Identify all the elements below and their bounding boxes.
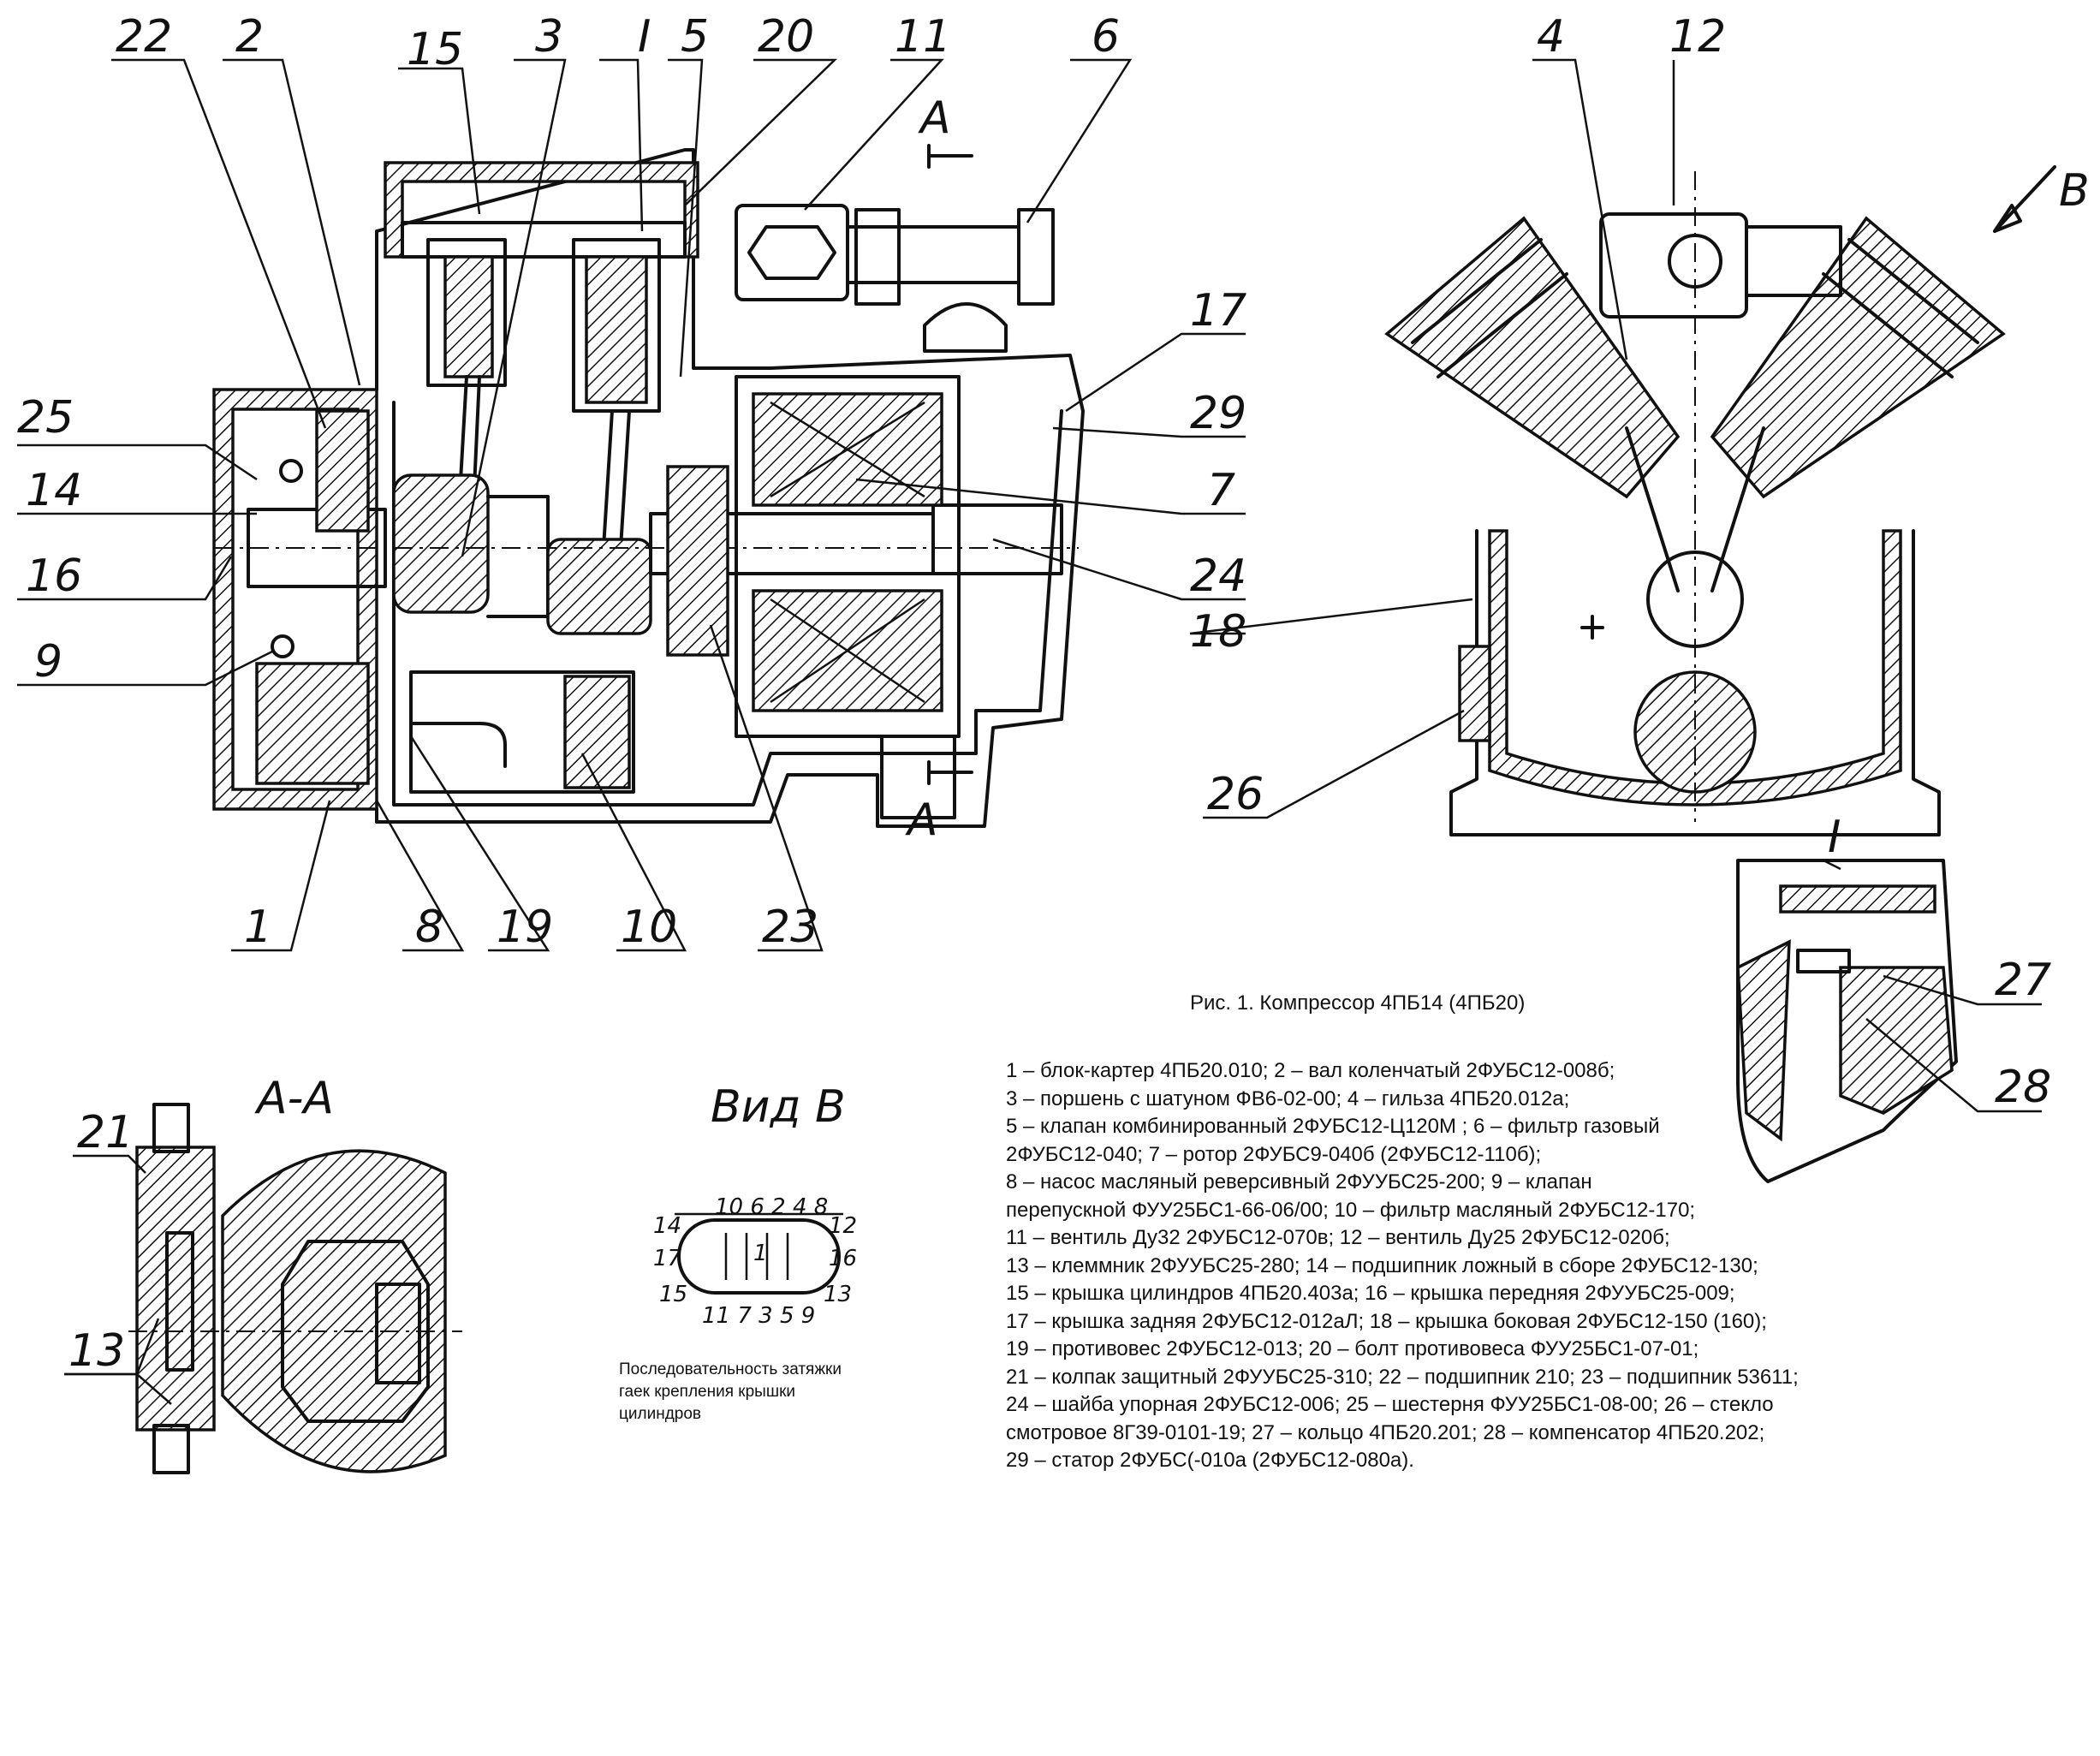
legend-line: 1 – блок-картер 4ПБ20.010; 2 – вал колен… <box>1006 1059 1615 1082</box>
view-B-pattern <box>675 1212 843 1295</box>
torque-sequence-right-top: 12 <box>829 1213 857 1239</box>
callout-10: 10 <box>621 902 677 953</box>
callout-15: 15 <box>407 24 463 75</box>
legend-line: перепускной ФУУ25БС1-66-06/00; 10 – филь… <box>1006 1198 1696 1222</box>
callout-5: 5 <box>681 11 709 63</box>
callout-18: 18 <box>1190 606 1246 658</box>
section-A-A-title: А-А <box>254 1073 334 1124</box>
torque-sequence-left-bottom: 15 <box>659 1282 687 1307</box>
legend-line: 3 – поршень с шатуном ФВ6-02-00; 4 – гил… <box>1006 1086 1570 1110</box>
callout-25: 25 <box>17 392 74 443</box>
callout-28: 28 <box>1995 1062 2051 1113</box>
legend-line: 21 – колпак защитный 2ФУУБС25-310; 22 – … <box>1006 1365 1799 1389</box>
legend-line: смотровое 8Г39-0101-19; 27 – кольцо 4ПБ2… <box>1006 1420 1765 1444</box>
torque-sequence-top: 10 6 2 4 8 <box>715 1194 828 1220</box>
detail-I <box>1736 859 2042 1183</box>
callout-22: 22 <box>116 11 172 63</box>
callout-2: 2 <box>235 11 264 63</box>
callout-8: 8 <box>415 902 443 953</box>
legend-line: 13 – клеммник 2ФУУБС25-280; 14 – подшипн… <box>1006 1253 1758 1277</box>
legend-line: 8 – насос масляный реверсивный 2ФУУБС25-… <box>1006 1170 1592 1193</box>
parts-legend: 1 – блок-картер 4ПБ20.010; 2 – вал колен… <box>1006 1057 1862 1475</box>
callout-view-B: B <box>2059 165 2090 217</box>
main-view-leaders <box>17 58 1473 952</box>
side-end-view <box>1384 165 2056 836</box>
callout-9: 9 <box>34 636 62 688</box>
callout-16: 16 <box>26 551 82 602</box>
callout-23: 23 <box>762 902 818 953</box>
legend-line: 2ФУБС12-040; 7 – ротор 2ФУБС9-040б (2ФУБ… <box>1006 1142 1542 1166</box>
side-view-leaders <box>1203 58 1675 819</box>
callout-section-A-top: A <box>918 92 951 144</box>
callout-20: 20 <box>758 11 814 63</box>
callout-12: 12 <box>1669 11 1726 63</box>
legend-line: 15 – крышка цилиндров 4ПБ20.403а; 16 – к… <box>1006 1282 1735 1305</box>
legend-line: 29 – статор 2ФУБС(-010а (2ФУБС12-080а). <box>1006 1449 1414 1472</box>
torque-sequence-right-bottom: 13 <box>824 1282 852 1307</box>
torque-sequence-bottom: 11 7 3 5 9 <box>702 1303 815 1329</box>
callout-1: 1 <box>244 902 272 953</box>
callout-17: 17 <box>1190 285 1246 336</box>
torque-sequence-center: 1 <box>753 1241 768 1266</box>
callout-21: 21 <box>77 1107 134 1158</box>
torque-sequence-left-mid: 17 <box>653 1246 682 1271</box>
callout-section-A-bottom: A <box>905 795 938 846</box>
callout-13: 13 <box>68 1325 125 1377</box>
callout-24: 24 <box>1190 551 1246 602</box>
callout-11: 11 <box>895 11 951 63</box>
callout-27: 27 <box>1995 955 2051 1006</box>
callout-I: I <box>638 11 651 63</box>
callout-19: 19 <box>497 902 553 953</box>
callout-29: 29 <box>1190 388 1246 439</box>
legend-line: 19 – противовес 2ФУБС12-013; 20 – болт п… <box>1006 1337 1699 1360</box>
section-A-A <box>64 1103 462 1474</box>
callout-4: 4 <box>1537 11 1565 63</box>
detail-I-title: I <box>1828 812 1841 863</box>
figure-caption: Рис. 1. Компрессор 4ПБ14 (4ПБ20) <box>1190 991 1526 1015</box>
callout-14: 14 <box>26 465 82 516</box>
torque-sequence-note: Последовательность затяжки гаек креплени… <box>619 1360 842 1423</box>
legend-line: 24 – шайба упорная 2ФУБС12-006; 25 – шес… <box>1006 1393 1774 1416</box>
torque-sequence-right-mid: 16 <box>829 1246 857 1271</box>
main-longitudinal-section <box>212 144 1085 828</box>
view-B-title: Вид В <box>711 1081 846 1133</box>
legend-line: 11 – вентиль Ду32 2ФУБС12-070в; 12 – вен… <box>1006 1226 1670 1249</box>
callout-7: 7 <box>1207 465 1235 516</box>
torque-sequence-left-top: 14 <box>653 1213 681 1239</box>
callout-3: 3 <box>535 11 563 63</box>
callout-26: 26 <box>1207 769 1264 820</box>
callout-6: 6 <box>1092 11 1120 63</box>
legend-line: 17 – крышка задняя 2ФУБС12-012аЛ; 18 – к… <box>1006 1309 1767 1333</box>
legend-line: 5 – клапан комбинированный 2ФУБС12-Ц120М… <box>1006 1115 1660 1138</box>
